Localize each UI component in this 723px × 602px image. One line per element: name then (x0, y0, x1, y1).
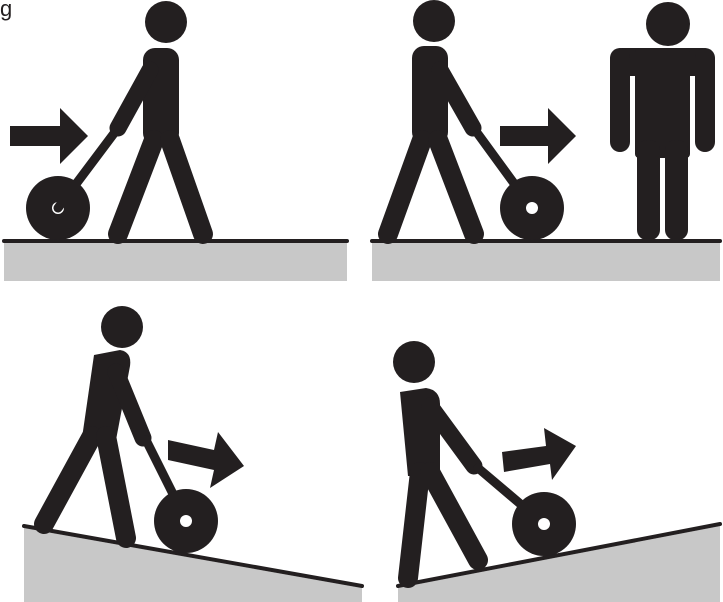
direction-arrow-icon (10, 108, 88, 164)
wheel-hub (180, 515, 192, 527)
panel-downhill (24, 306, 362, 602)
person-leg-back (388, 140, 422, 234)
walking-person (118, 1, 203, 234)
person-head (413, 0, 455, 42)
person-head (646, 2, 690, 46)
ground-surface (372, 243, 720, 281)
person-head (393, 341, 435, 383)
wheel-hub (538, 518, 550, 530)
person-leg-front (438, 140, 474, 234)
person-head (101, 306, 143, 348)
person-leg-front (170, 140, 203, 234)
wheel-hub (526, 202, 538, 214)
panel-uphill (393, 341, 720, 602)
panel-flat-push (4, 1, 347, 281)
person-leg-front (106, 436, 126, 538)
person-leg-left (637, 140, 660, 240)
person-leg-back (408, 472, 420, 578)
person-leg-right (665, 140, 688, 240)
direction-arrow-icon (500, 108, 576, 164)
ground-surface (4, 243, 347, 281)
standing-person (610, 2, 715, 240)
person-leg-back (44, 436, 92, 524)
person-arm-left (610, 48, 630, 152)
walking-person (393, 341, 478, 578)
measuring-wheel (478, 468, 576, 556)
person-head (145, 1, 187, 43)
person-leg-back (118, 140, 154, 234)
direction-arrow-icon (168, 432, 244, 488)
panel-flat-toward-person (372, 0, 720, 281)
walking-person (388, 0, 474, 234)
person-arm-right (695, 48, 715, 152)
person-leg-front (430, 472, 478, 560)
direction-arrow-icon (502, 428, 576, 480)
person-torso (412, 46, 448, 144)
walking-person (44, 306, 143, 538)
